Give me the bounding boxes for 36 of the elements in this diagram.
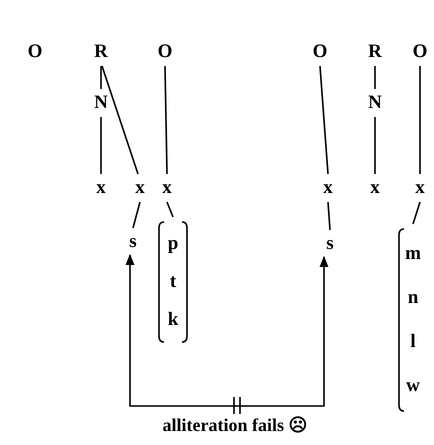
timing-slot: x	[93, 177, 109, 199]
association-line	[327, 202, 331, 230]
onset-label: O	[312, 41, 328, 63]
timing-slot: x	[320, 177, 336, 199]
segment-letter: k	[166, 309, 180, 331]
timing-slot: x	[412, 177, 428, 199]
onset-label: O	[412, 41, 428, 63]
onset-label: O	[27, 41, 43, 63]
timing-slot: x	[159, 177, 175, 199]
segment-letter: t	[168, 271, 178, 293]
association-line	[164, 66, 168, 174]
timing-slot: x	[367, 177, 383, 199]
rhyme-label: R	[367, 41, 383, 63]
segment-letter: s	[322, 233, 338, 255]
association-line	[419, 66, 421, 174]
timing-slot: x	[132, 177, 148, 199]
segment-letter: n	[406, 287, 420, 309]
association-line	[374, 117, 376, 174]
onset-label: O	[157, 41, 173, 63]
nucleus-label: N	[367, 92, 383, 114]
segment-letter: l	[409, 331, 417, 353]
association-line	[100, 117, 102, 174]
association-line	[132, 202, 141, 228]
association-line	[374, 66, 376, 89]
association-line	[412, 202, 421, 224]
segment-letter: s	[125, 231, 141, 253]
arrow	[126, 254, 328, 407]
association-line	[100, 66, 102, 89]
rhyme-label: R	[93, 41, 109, 63]
segment-letter: m	[404, 243, 422, 265]
segment-letter: p	[166, 233, 180, 255]
association-line	[319, 66, 329, 174]
nucleus-label: N	[93, 92, 109, 114]
segment-letter: w	[405, 375, 421, 397]
association-line	[166, 202, 174, 218]
association-line	[101, 66, 139, 174]
